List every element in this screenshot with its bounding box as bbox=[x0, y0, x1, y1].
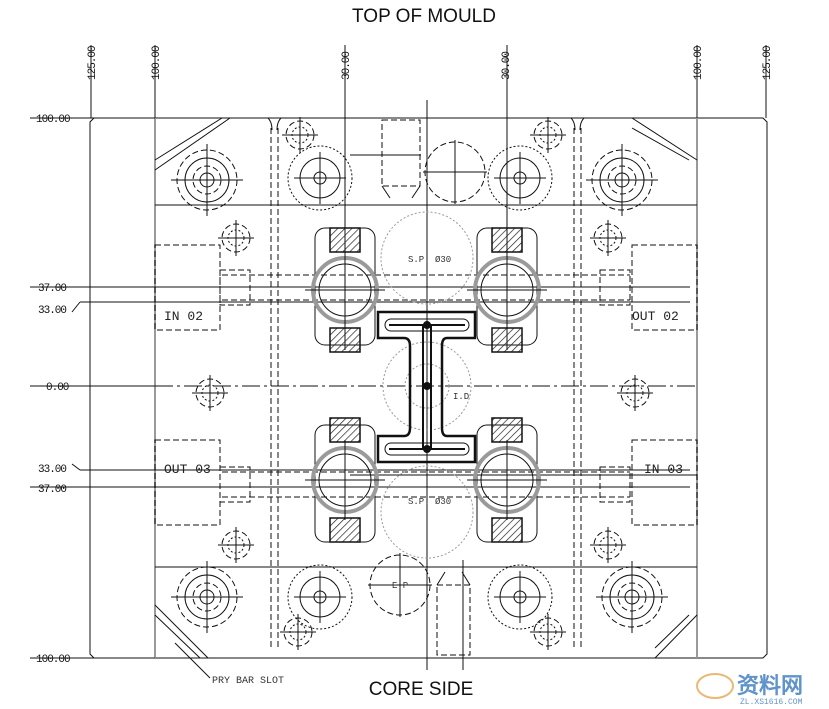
pry-bar-slot bbox=[154, 604, 209, 659]
cooling-port bbox=[599, 269, 631, 306]
sprue-puller-circle bbox=[380, 211, 474, 305]
hatched-insert-block bbox=[491, 327, 523, 353]
screw-top bbox=[411, 185, 421, 199]
dimension-leader bbox=[71, 463, 81, 471]
label-sprue-puller-top: S.P. Ø30 bbox=[408, 255, 451, 265]
pry-bar-slot bbox=[154, 117, 231, 171]
label-out-02: OUT 02 bbox=[632, 309, 679, 324]
center-circle bbox=[382, 341, 472, 431]
sprue-puller-circle bbox=[380, 465, 474, 559]
screw-bottom bbox=[436, 584, 471, 656]
cooling-port bbox=[219, 466, 251, 503]
label-in-03: IN 03 bbox=[644, 462, 683, 477]
watermark-text: 资料网 bbox=[737, 674, 803, 699]
cooling-connector-box bbox=[631, 244, 698, 331]
support-pillar-icon bbox=[487, 564, 553, 630]
label-out-03: OUT 03 bbox=[164, 462, 211, 477]
watermark-logo: 资料网 ZL.XS1616.COM bbox=[696, 673, 803, 707]
pry-bar-slot bbox=[654, 614, 690, 649]
screw-top bbox=[381, 119, 421, 187]
support-pillar-icon bbox=[287, 564, 353, 630]
pry-bar-slot bbox=[154, 614, 201, 659]
support-pillar-icon bbox=[287, 145, 353, 211]
rail-slot-end bbox=[267, 117, 585, 131]
screw-bottom bbox=[461, 571, 471, 586]
hatched-insert-block bbox=[491, 517, 523, 543]
label-in-02: IN 02 bbox=[164, 309, 203, 324]
cooling-connector-box bbox=[154, 439, 221, 526]
pry-bar-slot bbox=[154, 117, 223, 161]
gate-point bbox=[423, 445, 431, 453]
dimension-leader bbox=[71, 301, 81, 313]
hatched-insert-block bbox=[329, 417, 361, 443]
gate-point bbox=[423, 321, 431, 329]
cooling-connector-box bbox=[154, 244, 221, 331]
screw-top bbox=[381, 185, 391, 199]
dim-y-37-bottom: 37.00 bbox=[38, 484, 66, 496]
hatched-insert-block bbox=[329, 517, 361, 543]
dim-x-125: 125.00 bbox=[762, 46, 774, 80]
title-core-side: CORE SIDE bbox=[369, 679, 474, 700]
dim-y-0: 0.00 bbox=[46, 382, 69, 394]
dim-y-33-bottom: 33.00 bbox=[38, 464, 66, 476]
dim-x-neg100: 100.00 bbox=[151, 46, 163, 80]
hatched-insert-block bbox=[329, 227, 361, 253]
title-top-of-mould: TOP OF MOULD bbox=[352, 6, 496, 27]
dim-x-neg125: 125.00 bbox=[87, 46, 99, 80]
label-pry-bar-slot: PRY BAR SLOT bbox=[212, 676, 284, 687]
runner-slot bbox=[384, 442, 470, 456]
hatched-insert-block bbox=[491, 417, 523, 443]
pry-bar-slot bbox=[631, 127, 690, 161]
label-sprue-puller-bottom: S.P. Ø30 bbox=[408, 497, 451, 507]
cooling-connector-box bbox=[631, 439, 698, 526]
dim-x-100: 100.00 bbox=[693, 46, 705, 80]
label-center-id: I.D bbox=[453, 392, 469, 402]
outer-plate-outline bbox=[89, 117, 768, 659]
gate-point bbox=[423, 382, 431, 390]
pry-bar-slot bbox=[631, 117, 698, 161]
center-circle bbox=[404, 363, 450, 409]
watermark-url: ZL.XS1616.COM bbox=[740, 698, 803, 707]
pry-bar-slot bbox=[654, 614, 698, 659]
dim-y-33-top: 33.00 bbox=[38, 305, 66, 317]
pry-bar-leader bbox=[174, 642, 211, 679]
dim-y-37-top: 37.00 bbox=[38, 283, 66, 295]
hatched-insert-block bbox=[491, 227, 523, 253]
runner-plate-outline bbox=[376, 310, 477, 464]
label-ejector-pin: E.P bbox=[392, 581, 408, 591]
cooling-port bbox=[599, 466, 631, 503]
hatched-insert-block bbox=[329, 327, 361, 353]
dim-y-top100: 100.00 bbox=[36, 114, 70, 126]
dim-x-neg30: 30.00 bbox=[341, 52, 353, 80]
dim-y-bottom100: 100.00 bbox=[36, 654, 70, 666]
cooling-port bbox=[219, 269, 251, 306]
support-pillar-icon bbox=[487, 145, 553, 211]
screw-bottom bbox=[436, 571, 446, 586]
runner-slot bbox=[384, 318, 470, 332]
dim-x-30: 30.00 bbox=[501, 52, 513, 80]
